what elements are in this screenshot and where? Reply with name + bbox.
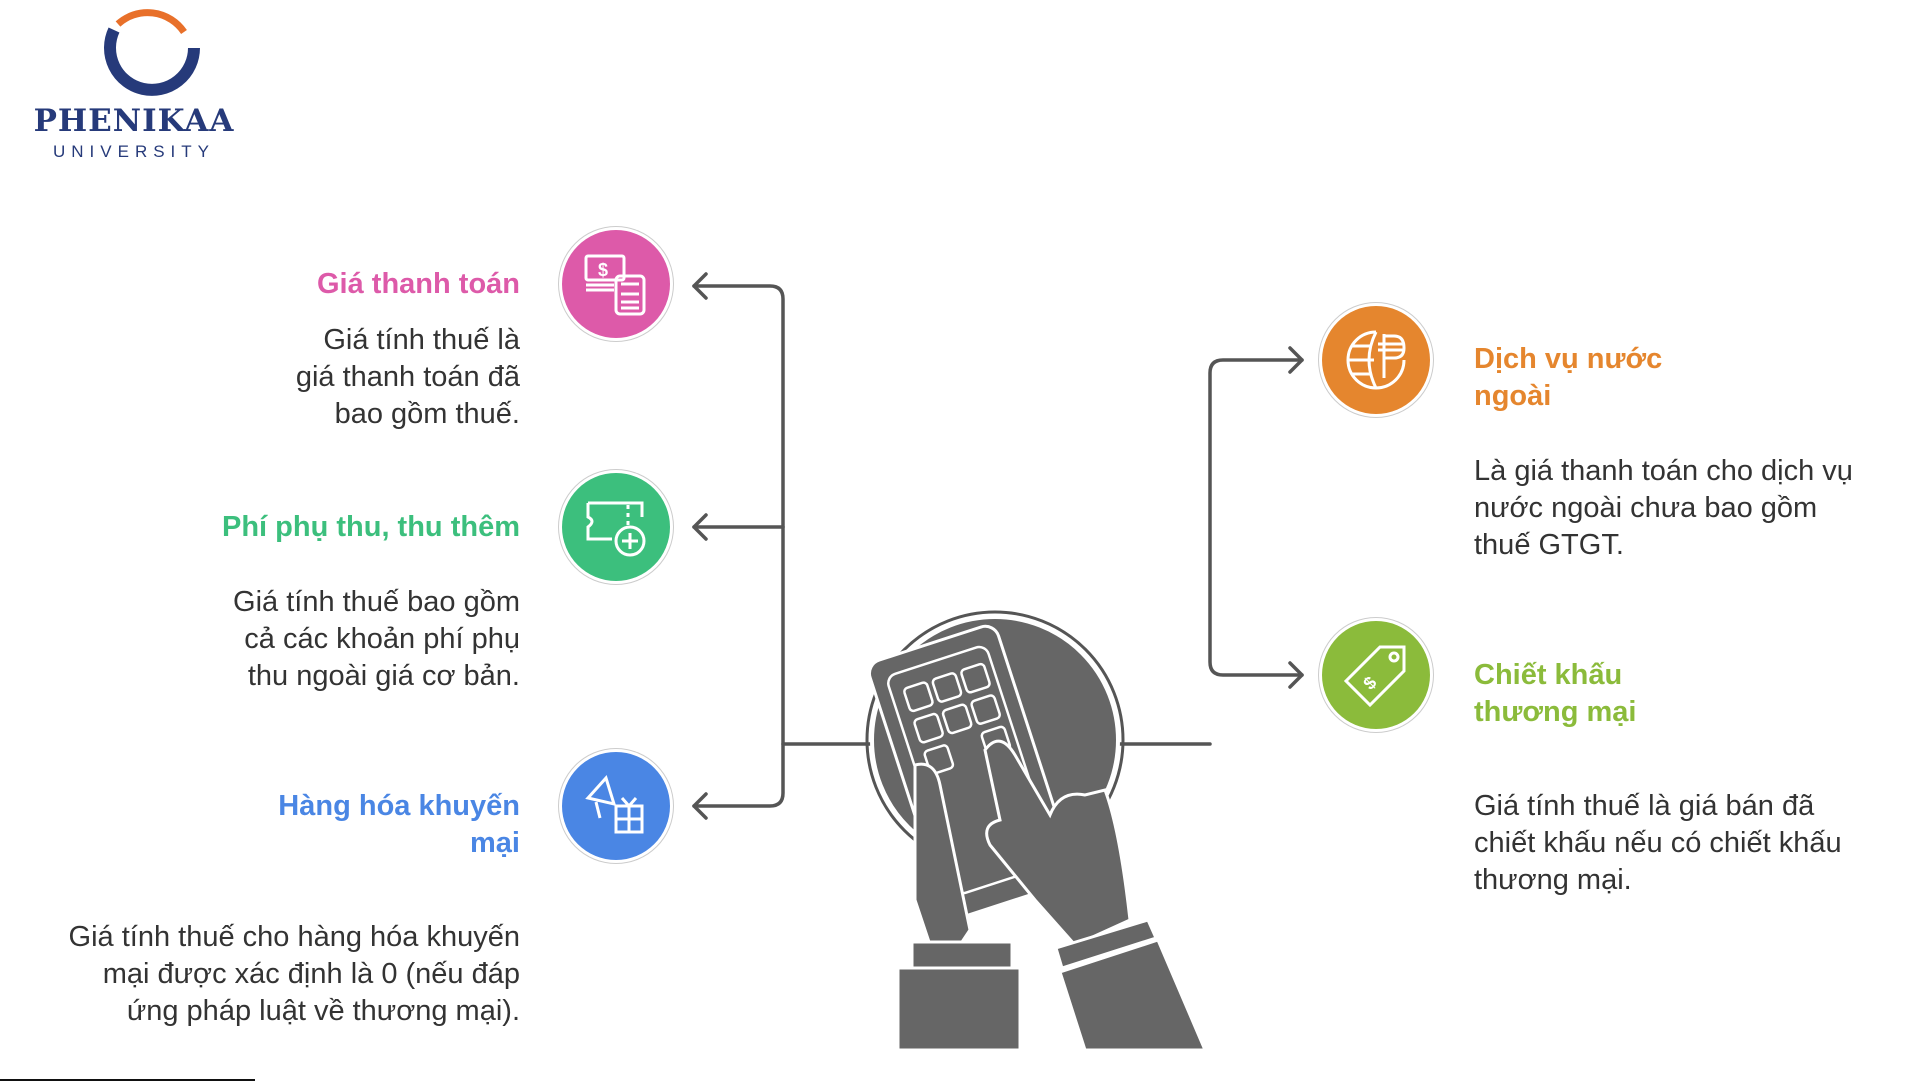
logo-name: PHENIKAA (33, 103, 235, 139)
title-line: Chiết khấu (1474, 659, 1623, 691)
desc-line: ứng pháp luật về thương mại). (126, 995, 520, 1027)
item-desc-phi-phu-thu: Giá tính thuế bao gồm cả các khoản phí p… (233, 584, 520, 695)
item-title-hang-hoa-khuyen-mai: Hàng hóa khuyến mại (278, 788, 520, 862)
item-title-dich-vu-nuoc-ngoai: Dịch vụ nước ngoài (1474, 341, 1662, 415)
item-title-phi-phu-thu: Phí phụ thu, thu thêm (221, 511, 520, 543)
ticket-plus-icon (562, 473, 670, 581)
money-calculator-icon: $ (562, 230, 670, 338)
item-desc-chiet-khau-thuong-mai: Giá tính thuế là giá bán đã chiết khấu n… (1474, 788, 1842, 899)
item-desc-dich-vu-nuoc-ngoai: Là giá thanh toán cho dịch vụ nước ngoài… (1474, 453, 1853, 564)
desc-line: chiết khấu nếu có chiết khấu (1474, 827, 1842, 859)
desc-line: giá thanh toán đã (295, 361, 520, 393)
desc-line: Giá tính thuế là giá bán đã (1474, 790, 1815, 822)
price-tag-icon: $ (1322, 621, 1430, 729)
desc-line: nước ngoài chưa bao gồm (1474, 492, 1818, 524)
desc-line: bao gồm thuế. (334, 398, 520, 430)
item-desc-hang-hoa-khuyen-mai: Giá tính thuế cho hàng hóa khuyến mại đư… (69, 919, 520, 1030)
promo-gift-icon (562, 752, 670, 860)
title-line: Hàng hóa khuyến (278, 790, 520, 822)
desc-line: mại được xác định là 0 (nếu đáp (102, 958, 520, 990)
calculator-hands-icon (865, 610, 1208, 1052)
item-desc-gia-thanh-toan: Giá tính thuế là giá thanh toán đã bao g… (296, 322, 520, 433)
desc-line: cả các khoản phí phụ (244, 623, 520, 655)
item-title-chiet-khau-thuong-mai: Chiết khấu thương mại (1474, 657, 1636, 731)
title-line: mại (470, 827, 520, 859)
svg-text:$: $ (1359, 673, 1380, 694)
phenikaa-logo: PHENIKAA UNIVERSITY (18, 8, 250, 161)
globe-currency-icon (1322, 306, 1430, 414)
desc-line: thuế GTGT. (1474, 529, 1624, 561)
title-line: Dịch vụ nước (1474, 343, 1663, 375)
desc-line: Là giá thanh toán cho dịch vụ (1474, 455, 1853, 487)
desc-line: Giá tính thuế cho hàng hóa khuyến (68, 921, 520, 953)
desc-line: thương mại. (1474, 864, 1632, 896)
title-line: ngoài (1474, 380, 1552, 412)
title-line: thương mại (1474, 696, 1637, 728)
desc-line: Giá tính thuế là (323, 324, 520, 356)
logo-ring-icon (104, 9, 200, 96)
item-title-gia-thanh-toan: Giá thanh toán (317, 268, 520, 300)
logo-subtitle: UNIVERSITY (52, 142, 216, 161)
desc-line: thu ngoài giá cơ bản. (247, 660, 520, 692)
desc-line: Giá tính thuế bao gồm (233, 586, 520, 618)
svg-text:$: $ (598, 260, 608, 280)
